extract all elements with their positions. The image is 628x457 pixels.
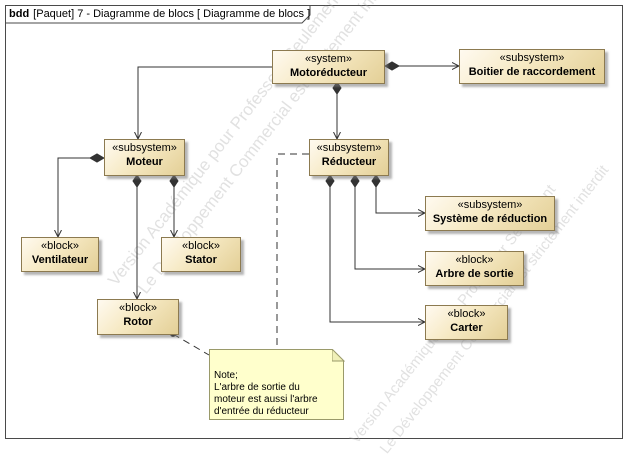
- block-name: Ventilateur: [31, 254, 89, 266]
- connector-moteur-ventilateur: [58, 157, 104, 237]
- note-line: L'arbre de sortie du: [214, 382, 300, 393]
- frame-keyword: bdd: [9, 8, 30, 20]
- note-line: Note;: [214, 370, 238, 381]
- block-stereotype: «subsystem»: [457, 199, 523, 211]
- block-stereotype: «block»: [455, 254, 494, 266]
- composition-diamond: [132, 174, 142, 188]
- block-stereotype: «block»: [41, 240, 79, 252]
- block-stator[interactable]: «block» Stator: [161, 237, 241, 272]
- frame-title: [Paquet] 7 - Diagramme de blocs [ Diagra…: [33, 8, 311, 20]
- block-rotor[interactable]: «block» Rotor: [97, 299, 179, 335]
- note-anchor-rotor: [172, 333, 210, 356]
- block-stereotype: «block»: [447, 308, 486, 320]
- composition-diamond: [350, 174, 360, 188]
- block-stereotype: «subsystem»: [499, 52, 565, 64]
- block-arbre-sortie[interactable]: «block» Arbre de sortie: [425, 251, 524, 286]
- block-name: Boitier de raccordement: [468, 66, 596, 78]
- block-motoreducteur[interactable]: «system» Motoréducteur: [272, 50, 385, 84]
- connectors-layer: [0, 61, 628, 356]
- diagram-frame: bdd[Paquet] 7 - Diagramme de blocs [ Dia…: [5, 5, 623, 439]
- block-ventilateur[interactable]: «block» Ventilateur: [21, 237, 99, 272]
- composition-diamond: [383, 61, 401, 71]
- frame-header: bdd[Paquet] 7 - Diagramme de blocs [ Dia…: [6, 6, 324, 23]
- block-reducteur[interactable]: «subsystem» Réducteur: [309, 139, 389, 176]
- block-stereotype: «block»: [182, 240, 220, 252]
- block-name: Motoréducteur: [290, 67, 367, 79]
- block-moteur[interactable]: «subsystem» Moteur: [104, 139, 185, 176]
- block-stereotype: «block»: [119, 302, 157, 314]
- block-name: Système de réduction: [432, 213, 548, 225]
- connector-reducteur-carter: [329, 176, 425, 322]
- connector-reducteur-arbre: [354, 176, 425, 269]
- block-name: Arbre de sortie: [435, 268, 514, 280]
- block-stereotype: «system»: [304, 53, 353, 65]
- note-line: moteur est aussi l'arbre: [214, 394, 318, 405]
- block-systeme-reduction[interactable]: «subsystem» Système de réduction: [425, 196, 555, 231]
- block-name: Moteur: [126, 156, 163, 168]
- composition-diamond: [371, 174, 381, 188]
- block-name: Stator: [185, 254, 217, 266]
- block-carter[interactable]: «block» Carter: [425, 305, 508, 340]
- composition-diamond: [325, 174, 335, 188]
- frame-tab-outline: [6, 6, 311, 24]
- composition-diamond: [88, 153, 106, 163]
- note-box[interactable]: Note; L'arbre de sortie du moteur est au…: [209, 349, 344, 420]
- block-boitier-raccordement[interactable]: «subsystem» Boitier de raccordement: [459, 49, 605, 84]
- block-name: Carter: [450, 322, 483, 334]
- composition-diamond: [169, 174, 179, 188]
- block-stereotype: «subsystem»: [316, 142, 382, 154]
- composition-diamond: [332, 81, 342, 95]
- note-anchor-reducteur: [276, 153, 309, 349]
- block-name: Rotor: [123, 316, 153, 328]
- block-stereotype: «subsystem»: [112, 142, 177, 154]
- block-name: Réducteur: [321, 156, 377, 168]
- note-line: d'entrée du réducteur: [214, 406, 309, 417]
- note-fold-corner: [332, 349, 345, 362]
- connector-reducteur-systeme: [375, 176, 425, 213]
- connector-motoreducteur-moteur: [138, 66, 272, 139]
